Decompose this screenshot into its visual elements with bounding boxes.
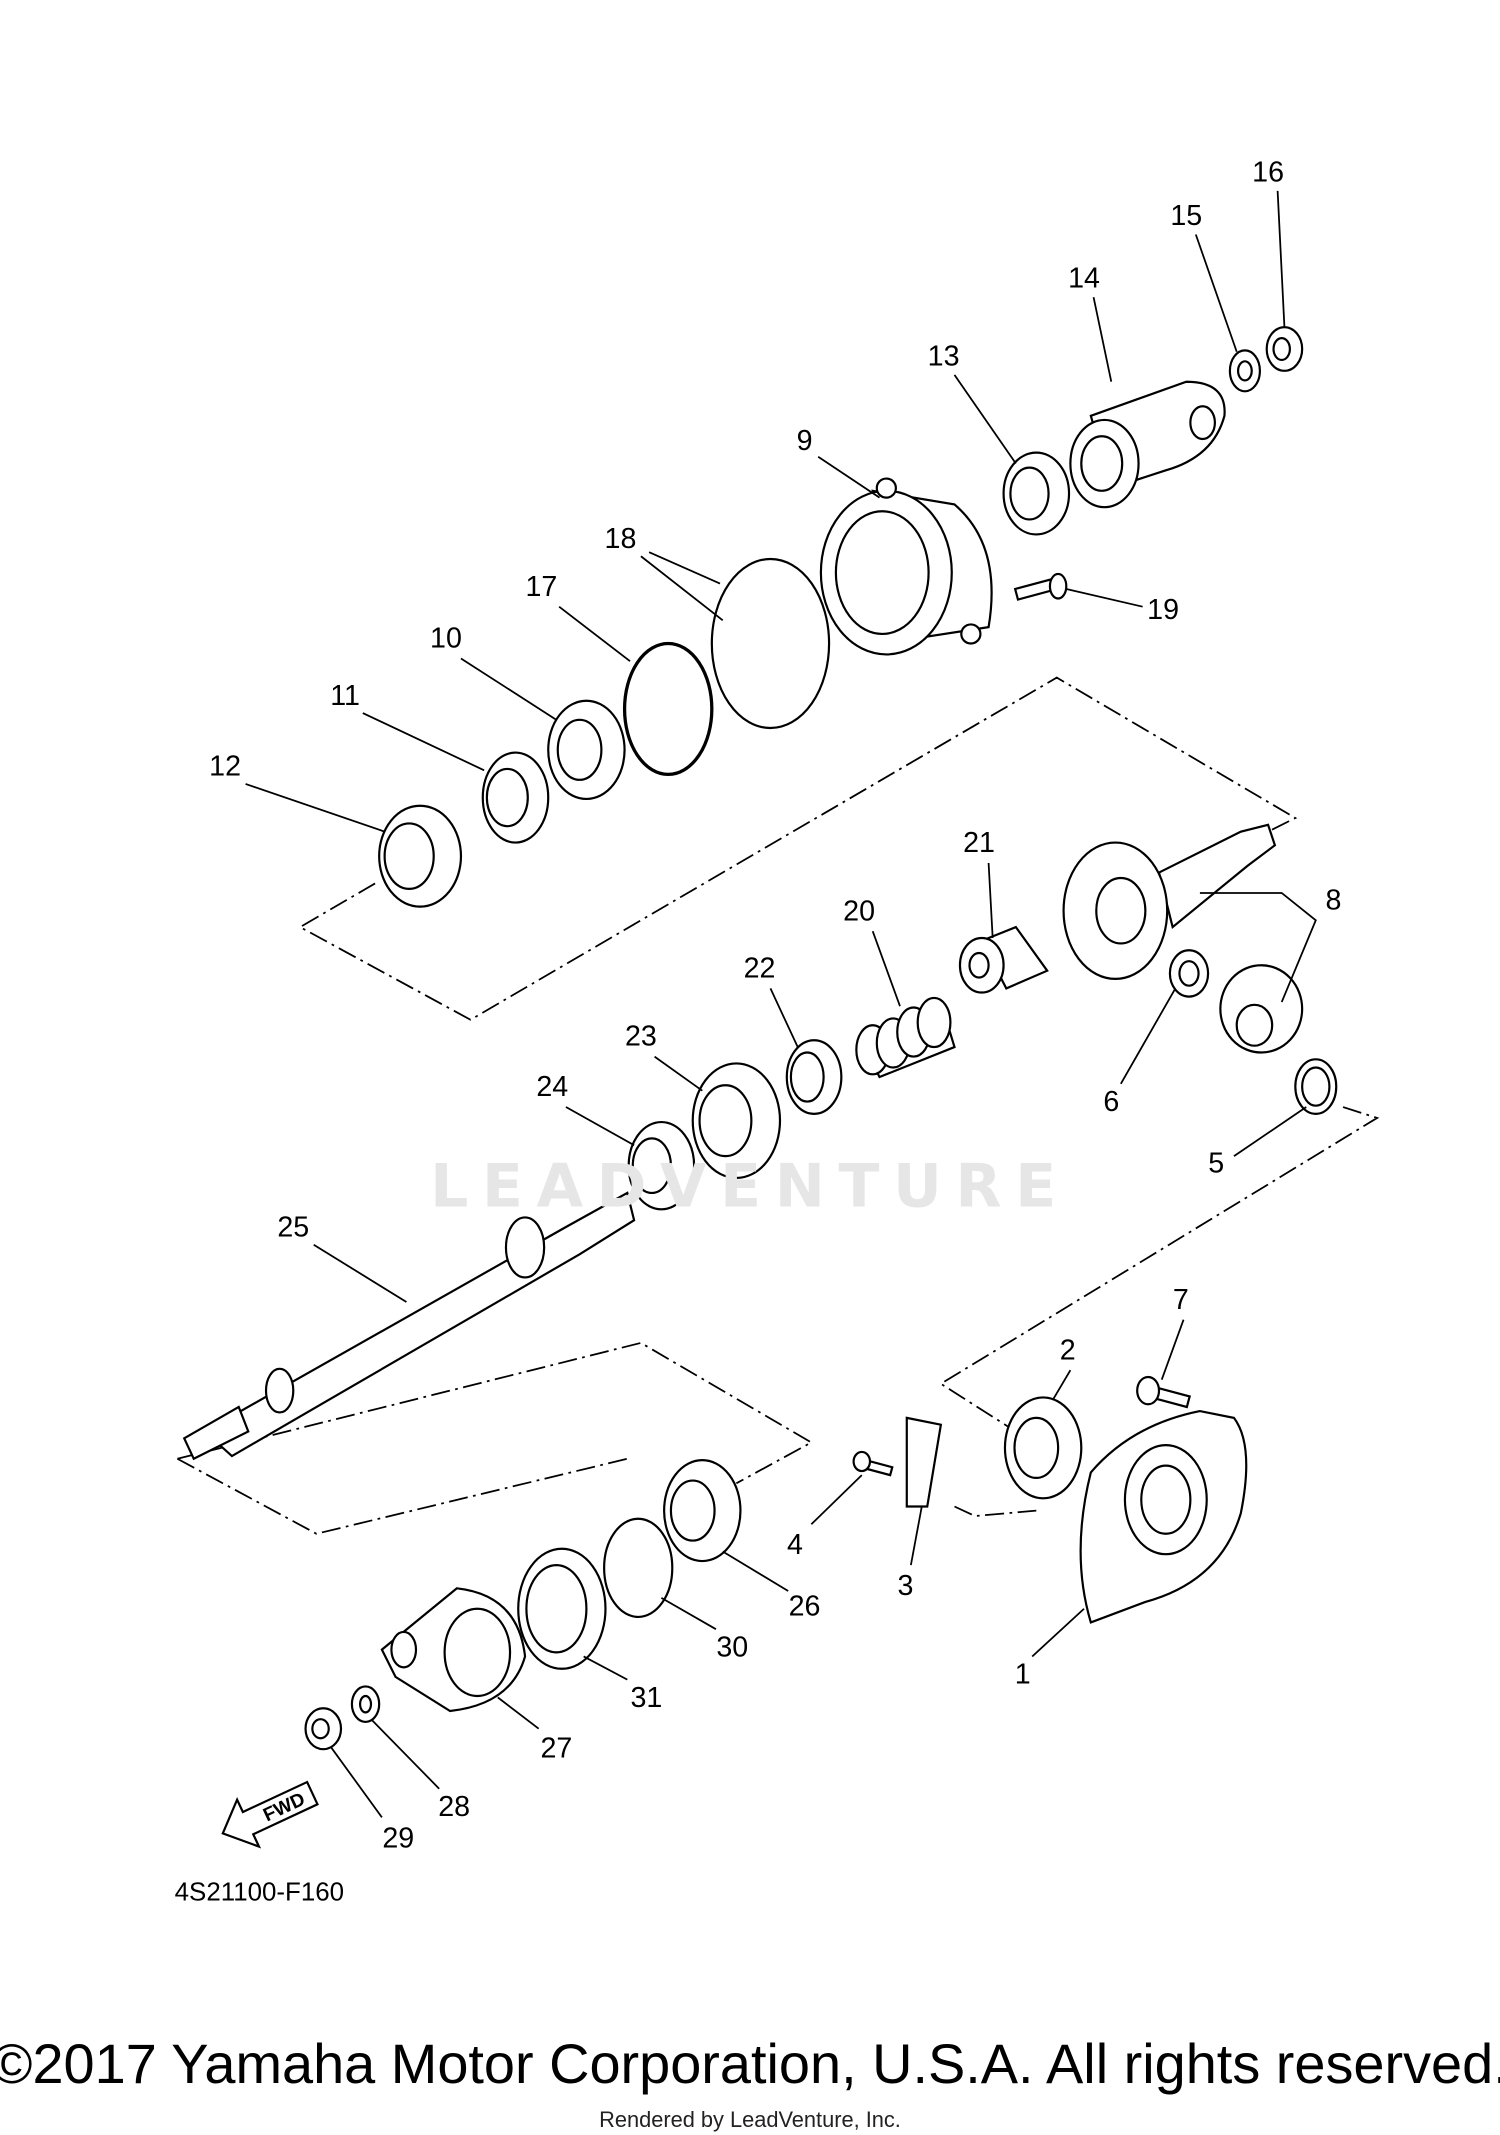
part-6-nut[interactable] [1168, 949, 1210, 998]
callout-16[interactable]: 16 [1252, 156, 1284, 188]
part-19-bolt[interactable] [1013, 572, 1068, 601]
callout-20[interactable]: 20 [843, 895, 875, 927]
callout-7[interactable]: 7 [1173, 1284, 1189, 1316]
callout-24[interactable]: 24 [536, 1071, 568, 1103]
callout-28[interactable]: 28 [438, 1791, 470, 1823]
part-29-nut[interactable] [304, 1707, 343, 1751]
leader-lines [245, 190, 1317, 1818]
part-11-nut-ring[interactable] [481, 751, 550, 844]
part-28-washer[interactable] [350, 1685, 381, 1723]
callout-10[interactable]: 10 [430, 623, 462, 655]
part-22-collar[interactable] [785, 1039, 843, 1115]
part-23-bearing[interactable] [691, 1062, 782, 1180]
callout-30[interactable]: 30 [716, 1631, 748, 1663]
callout-18[interactable]: 18 [605, 523, 637, 555]
rendered-by: Rendered by LeadVenture, Inc. [599, 2107, 901, 2132]
callout-19[interactable]: 19 [1147, 594, 1179, 626]
callout-14[interactable]: 14 [1068, 263, 1100, 295]
part-2-bearing[interactable] [1003, 1396, 1083, 1500]
assembly-box-lower-2 [176, 1457, 628, 1535]
callout-6[interactable]: 6 [1103, 1086, 1119, 1118]
part-21-cam[interactable] [958, 925, 1049, 994]
part-16-nut[interactable] [1265, 326, 1304, 372]
callout-17[interactable]: 17 [525, 571, 557, 603]
watermark: LEADVENTURE [430, 1152, 1070, 1222]
part-12-bearing[interactable] [378, 804, 463, 908]
part-26-bearing[interactable] [663, 1459, 742, 1563]
part-4-screw[interactable] [852, 1450, 894, 1477]
callout-31[interactable]: 31 [630, 1682, 662, 1714]
copyright-notice: ©2017 Yamaha Motor Corporation, U.S.A. A… [0, 2032, 1500, 2095]
callout-4[interactable]: 4 [787, 1529, 803, 1561]
part-7-bolt[interactable] [1136, 1375, 1192, 1409]
callout-15[interactable]: 15 [1170, 200, 1202, 232]
callout-8[interactable]: 8 [1326, 884, 1342, 916]
part-5-shim[interactable] [1294, 1058, 1338, 1115]
part-30-ring[interactable] [603, 1517, 674, 1619]
callout-27[interactable]: 27 [540, 1732, 572, 1764]
forward-arrow-icon: FWD [221, 1780, 319, 1849]
callout-25[interactable]: 25 [277, 1212, 309, 1244]
callout-3[interactable]: 3 [897, 1570, 913, 1602]
part-27-yoke[interactable] [380, 1587, 527, 1713]
part-9-housing[interactable] [819, 477, 993, 656]
part-31-seal[interactable] [517, 1547, 607, 1670]
part-20-spring[interactable] [855, 996, 956, 1079]
callout-5[interactable]: 5 [1208, 1147, 1224, 1179]
part-25-shaft[interactable] [182, 1191, 636, 1461]
part-13-bearing[interactable] [1002, 451, 1071, 536]
part-10-bearing[interactable] [547, 699, 626, 801]
callout-2[interactable]: 2 [1060, 1334, 1076, 1366]
assembly-box-middle-2 [954, 1505, 1037, 1517]
assembly-box-lower [177, 1341, 814, 1485]
callout-13[interactable]: 13 [928, 340, 960, 372]
part-18-gasket[interactable] [710, 557, 831, 730]
callout-9[interactable]: 9 [797, 425, 813, 457]
part-3-plate[interactable] [905, 1416, 943, 1508]
callout-22[interactable]: 22 [744, 953, 776, 985]
part-14-yoke[interactable] [1069, 380, 1226, 509]
part-17-o-ring[interactable] [622, 641, 714, 777]
part-24-bearing[interactable] [627, 1120, 696, 1211]
part-1-housing[interactable] [1079, 1409, 1248, 1624]
callout-29[interactable]: 29 [382, 1822, 414, 1854]
part-8-gear-set[interactable] [1062, 823, 1304, 1054]
callout-26[interactable]: 26 [789, 1591, 821, 1623]
assembly-box-upper [298, 676, 1298, 1021]
assembly-box-middle [939, 1106, 1380, 1433]
diagram-code: 4S21100-F160 [175, 1879, 344, 1907]
callout-12[interactable]: 12 [209, 751, 241, 783]
part-15-washer[interactable] [1228, 349, 1261, 393]
callouts: 16 15 14 13 9 19 18 17 10 11 12 21 20 22… [209, 156, 1341, 1854]
callout-21[interactable]: 21 [963, 827, 995, 859]
callout-1[interactable]: 1 [1015, 1659, 1031, 1691]
callout-23[interactable]: 23 [625, 1021, 657, 1053]
callout-11[interactable]: 11 [330, 680, 360, 712]
